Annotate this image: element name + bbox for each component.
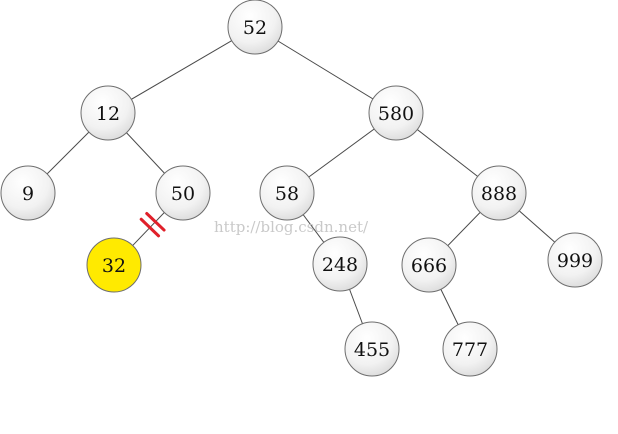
- node-circle: [86, 237, 142, 293]
- tree-node-58: 58: [259, 165, 315, 221]
- tree-node-777: 777: [442, 321, 498, 377]
- node-circle: [471, 165, 527, 221]
- tree-node-248: 248: [312, 236, 368, 292]
- node-circle: [80, 85, 136, 141]
- tree-node-888: 888: [471, 165, 527, 221]
- node-circle: [401, 237, 457, 293]
- node-label: 12: [96, 103, 120, 125]
- node-circle: [155, 165, 211, 221]
- node-label: 580: [378, 103, 414, 125]
- node-label: 999: [557, 250, 593, 272]
- edge-52-580: [254, 26, 397, 114]
- tree-node-9: 9: [0, 165, 56, 221]
- tree-node-52: 52: [227, 0, 283, 55]
- tree-node-580: 580: [368, 85, 424, 141]
- node-label: 666: [411, 255, 447, 277]
- node-circle: [368, 85, 424, 141]
- node-label: 777: [452, 339, 488, 361]
- watermark-text: http://blog.csdn.net/: [214, 218, 369, 236]
- cut-mark-stroke-2: [139, 217, 161, 238]
- tree-node-999: 999: [547, 232, 603, 288]
- node-label: 32: [102, 255, 126, 277]
- tree-node-455: 455: [344, 321, 400, 377]
- node-circle: [0, 165, 56, 221]
- tree-node-50: 50: [155, 165, 211, 221]
- edge-52-12: [107, 26, 256, 114]
- cut-mark-stroke-1: [145, 211, 166, 232]
- node-label: 248: [322, 254, 358, 276]
- node-circle: [227, 0, 283, 55]
- node-label: 9: [22, 183, 34, 205]
- node-circle: [259, 165, 315, 221]
- node-circle: [547, 232, 603, 288]
- node-label: 455: [354, 339, 390, 361]
- node-label: 50: [171, 183, 195, 205]
- nodes-layer: 52 12 580 9 50 32 58 888 248 455 666 777 999: [0, 0, 603, 377]
- node-circle: [312, 236, 368, 292]
- node-label: 52: [243, 17, 267, 39]
- tree-node-666: 666: [401, 237, 457, 293]
- node-circle: [442, 321, 498, 377]
- tree-node-32: 32: [86, 237, 142, 293]
- node-label: 888: [481, 183, 517, 205]
- node-label: 58: [275, 183, 299, 205]
- node-circle: [344, 321, 400, 377]
- tree-node-12: 12: [80, 85, 136, 141]
- cut-marks-layer: [139, 211, 166, 238]
